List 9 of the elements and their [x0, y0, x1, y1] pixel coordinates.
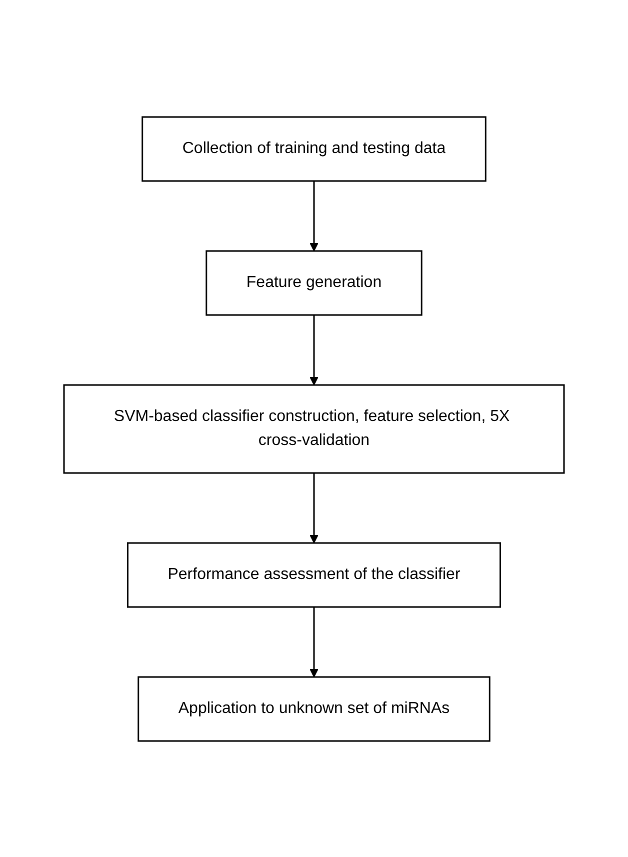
arrow: [310, 606, 318, 677]
node-box: Performance assessment of the classifier: [126, 542, 502, 608]
arrow: [310, 180, 318, 251]
node-box: Feature generation: [206, 250, 422, 316]
node-box: Application to unknown set of miRNAs: [138, 676, 490, 742]
node-box: SVM-based classifier construction, feature selection, 5X cross-validation: [63, 384, 565, 474]
arrow: [310, 472, 318, 543]
arrow: [310, 314, 318, 385]
node-box: Collection of training and testing data: [142, 116, 486, 182]
